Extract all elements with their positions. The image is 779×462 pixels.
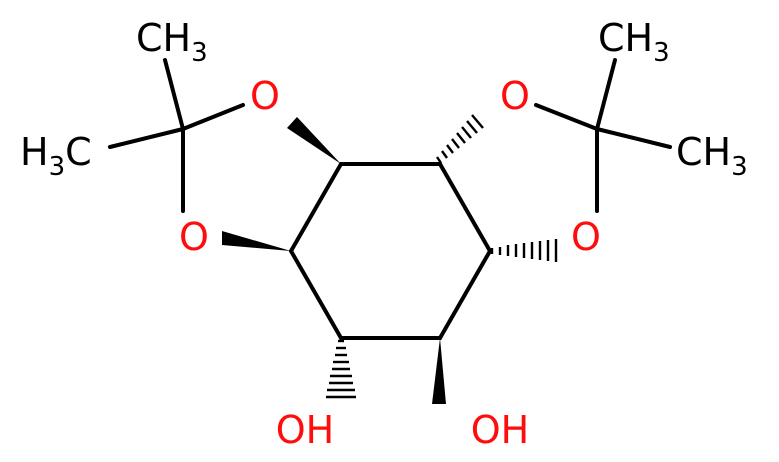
wedge-bond-c4-oh bbox=[432, 338, 446, 404]
hydroxyl-right: OH bbox=[471, 408, 529, 452]
methyl-top-right: CH3 bbox=[598, 16, 670, 68]
bond-c5-c6 bbox=[289, 249, 343, 340]
bond-o-cq-left-top bbox=[181, 103, 245, 131]
methyl-top-left: CH3 bbox=[136, 16, 208, 68]
hash-bond-c5-oh bbox=[326, 339, 356, 399]
bond-o-cq-right-top bbox=[534, 103, 599, 131]
oxygen-left: O bbox=[179, 215, 209, 259]
oxygen-top-right: O bbox=[500, 74, 530, 118]
hydroxyl-bonds bbox=[326, 338, 446, 404]
right-dioxolane-bonds bbox=[436, 58, 672, 262]
wedge-bond-c1-o bbox=[287, 117, 341, 164]
methyl-right: CH3 bbox=[676, 130, 748, 182]
oxygen-right: O bbox=[571, 215, 601, 259]
left-dioxolane-bonds bbox=[108, 58, 341, 251]
bond-cq-methyl-left bbox=[108, 127, 185, 149]
ring-bonds bbox=[289, 162, 492, 340]
oxygen-top-left: O bbox=[250, 74, 280, 118]
bond-cq-methyl-top-left bbox=[163, 58, 185, 131]
wedge-bond-c6-o bbox=[222, 231, 291, 251]
methyl-left: H3C bbox=[20, 130, 92, 182]
bond-cq-methyl-right bbox=[595, 127, 672, 149]
atom-labels: O O O O OH OH CH3 H3C CH3 CH3 bbox=[20, 16, 748, 452]
bond-c3-c4 bbox=[438, 249, 492, 340]
hydroxyl-left: OH bbox=[276, 408, 334, 452]
hash-bond-c3-o bbox=[490, 239, 558, 262]
bond-cq-methyl-top-right bbox=[595, 58, 617, 131]
bond-c2-c3 bbox=[438, 162, 492, 253]
bond-c6-c1 bbox=[289, 162, 343, 253]
hash-bond-c2-o bbox=[436, 114, 484, 164]
